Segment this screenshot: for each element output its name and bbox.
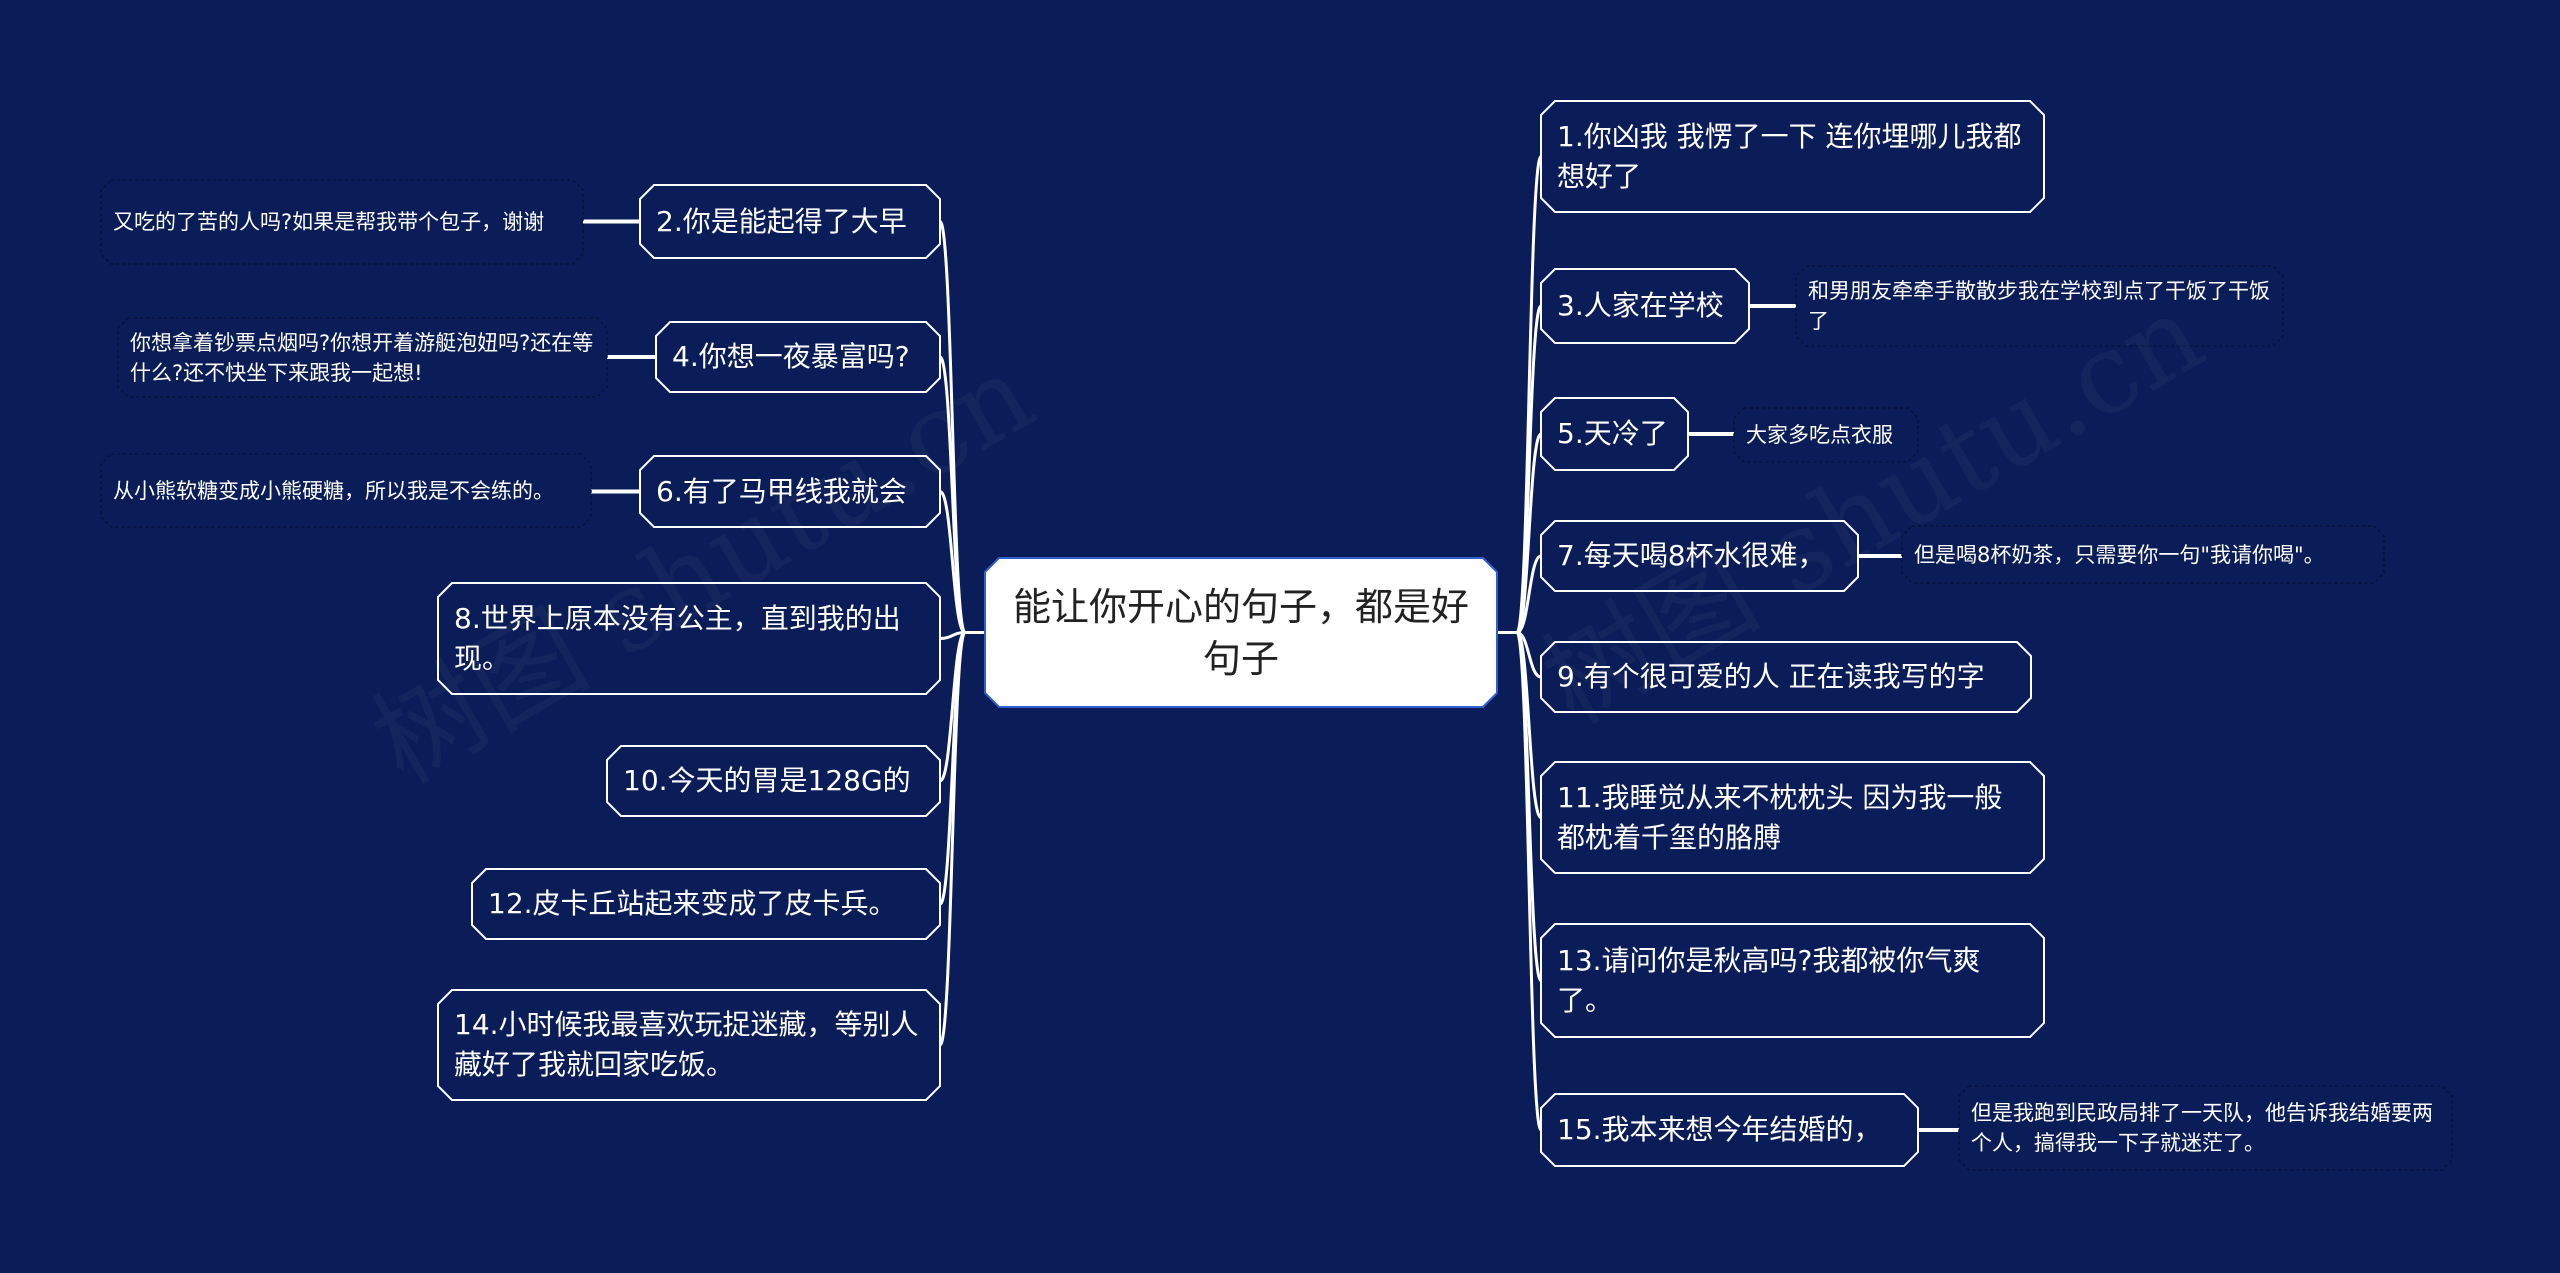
leaf-node-outline bbox=[1958, 1085, 2453, 1171]
branch-node-outline bbox=[1540, 520, 1859, 592]
branch-node[interactable]: 7.每天喝8杯水很难， bbox=[1557, 539, 1826, 572]
branch-node-outline bbox=[1540, 268, 1750, 344]
branch-node-outline bbox=[1540, 100, 2045, 213]
branch-connector bbox=[938, 631, 985, 783]
branch-connector bbox=[1497, 631, 1543, 982]
leaf-node-outline bbox=[1733, 407, 1919, 463]
leaf-node-outline bbox=[100, 453, 592, 528]
branch-node-outline bbox=[639, 455, 941, 528]
branch-node-outline bbox=[1540, 397, 1689, 471]
branch-node[interactable]: 11.我睡觉从来不枕枕头 因为我一般都枕着千玺的胳膊 bbox=[1557, 780, 2003, 854]
branch-node-outline bbox=[471, 868, 941, 940]
branch-connector bbox=[938, 631, 985, 1047]
branch-node-outline bbox=[1540, 923, 2045, 1038]
branch-node[interactable]: 12.皮卡丘站起来变成了皮卡兵。 bbox=[488, 887, 897, 920]
branch-node[interactable]: 2.你是能起得了大早 bbox=[656, 204, 907, 238]
branch-connector bbox=[1497, 631, 1543, 1132]
branch-connector bbox=[938, 490, 985, 634]
branch-node-outline bbox=[1540, 761, 2045, 874]
branch-node[interactable]: 1.你凶我 我愣了一下 连你埋哪儿我都想好了 bbox=[1557, 119, 2022, 193]
branch-node[interactable]: 13.请问你是秋高吗?我都被你气爽了。 bbox=[1557, 943, 1981, 1017]
branch-node[interactable]: 14.小时候我最喜欢玩捉迷藏，等别人藏好了我就回家吃饭。 bbox=[454, 1008, 919, 1081]
branch-node-outline bbox=[639, 184, 941, 259]
branch-node-outline bbox=[1540, 641, 2032, 713]
branch-node-outline bbox=[655, 321, 941, 393]
branch-connector bbox=[1497, 155, 1543, 634]
leaf-node[interactable]: 从小熊软糖变成小熊硬糖，所以我是不会练的。 bbox=[113, 478, 554, 503]
leaf-node[interactable]: 你想拿着钞票点烟吗?你想开着游艇泡妞吗?还在等什么?还不快坐下来跟我一起想! bbox=[130, 330, 594, 385]
leaf-node-outline bbox=[117, 317, 608, 398]
leaf-node[interactable]: 和男朋友牵牵手散散步我在学校到点了干饭了干饭了 bbox=[1808, 279, 2270, 333]
branch-node-outline bbox=[1540, 1093, 1919, 1167]
branch-node[interactable]: 4.你想一夜暴富吗? bbox=[672, 340, 910, 373]
branch-node[interactable]: 3.人家在学校 bbox=[1557, 289, 1724, 322]
branch-node[interactable]: 8.世界上原本没有公主，直到我的出现。 bbox=[454, 601, 901, 675]
branch-node-outline bbox=[437, 989, 941, 1101]
branch-node-outline bbox=[606, 745, 941, 817]
leaf-node[interactable]: 但是喝8杯奶茶，只需要你一句"我请你喝"。 bbox=[1914, 542, 2325, 567]
leaf-node[interactable]: 大家多吃点衣服 bbox=[1746, 423, 1893, 447]
branch-node[interactable]: 9.有个很可爱的人 正在读我写的字 bbox=[1557, 660, 1985, 693]
leaf-node[interactable]: 又吃的了苦的人吗?如果是帮我带个包子，谢谢 bbox=[113, 210, 545, 234]
leaf-node-outline bbox=[1795, 265, 2284, 347]
central-topic-outline bbox=[984, 557, 1498, 708]
leaf-node-outline bbox=[1901, 525, 2385, 584]
branch-connector bbox=[1497, 631, 1543, 819]
branch-node[interactable]: 10.今天的胃是128G的 bbox=[623, 764, 911, 797]
branch-node[interactable]: 15.我本来想今年结婚的， bbox=[1557, 1113, 1882, 1146]
branch-node[interactable]: 6.有了马甲线我就会 bbox=[656, 474, 907, 508]
branch-node-outline bbox=[437, 582, 941, 695]
leaf-node[interactable]: 但是我跑到民政局排了一天队，他告诉我结婚要两个人，搞得我一下子就迷茫了。 bbox=[1971, 1101, 2433, 1155]
branch-node[interactable]: 5.天冷了 bbox=[1557, 417, 1668, 450]
central-topic[interactable]: 能让你开心的句子，都是好句子 bbox=[1012, 584, 1469, 681]
leaf-node-outline bbox=[100, 179, 584, 265]
